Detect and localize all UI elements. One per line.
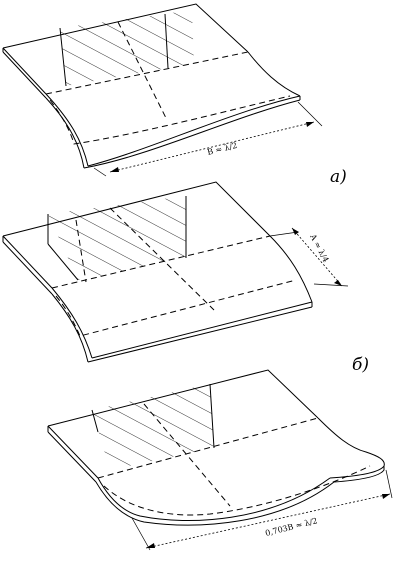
panel-a-ext-line-left (93, 167, 107, 177)
panel-c-dimension-label: 0,703B ≈ λ/2 (264, 516, 318, 538)
panel-a-hatch-right-bound (164, 13, 169, 69)
panel-a-front-edge (87, 95, 301, 167)
panel-c-left-edge (47, 425, 99, 479)
panel-a-arrow-right (306, 122, 314, 127)
panel-b-left-edge-bottom (2, 241, 53, 295)
panel-a-node-line-mid (45, 51, 249, 95)
panel-c: 0,703B ≈ λ/2 (47, 369, 393, 551)
panel-a-arrow-left (110, 167, 119, 172)
panel-b-arrow-bottom (334, 280, 342, 286)
panel-c-left-edge-bottom (47, 431, 97, 483)
panel-c-plate-outline (47, 369, 319, 427)
panel-b-hatch-left-bound-2 (47, 243, 79, 281)
panel-a-hatched-region (60, 14, 168, 86)
panel-b-plate-outline (2, 181, 271, 237)
panel-c-arrow-right (382, 494, 390, 499)
panel-b-left-edge (2, 235, 53, 289)
panel-a-left-edge-bottom (2, 51, 47, 99)
panel-c-hatch-right-bound (209, 383, 215, 449)
panel-c-right-corner-curl (317, 417, 385, 479)
panel-a-hatch-left-bound (59, 27, 67, 87)
panel-a-plate-outline (2, 3, 249, 53)
panel-c-ext-line-right (385, 469, 393, 499)
panel-b-node-line-center (109, 207, 215, 311)
panel-a-front-right-curve (247, 51, 301, 97)
panel-b-deformed-outline (55, 279, 297, 337)
panel-a-dimension-line (109, 121, 315, 173)
panel-c-front-edge-2 (95, 481, 335, 526)
panel-b-front-left-curve-2 (51, 293, 89, 363)
panel-a-dimension-label: B ≈ λ/2 (206, 141, 238, 157)
panel-b-dimension-line (291, 227, 343, 287)
panel-b-front-edge (91, 301, 313, 359)
panel-c-deformed-outline (103, 465, 371, 516)
panel-a-hatched-right (165, 10, 194, 68)
panel-c-arrow-left (146, 543, 155, 548)
panel-a-ext-line-right (297, 101, 323, 127)
panel-a-left-edge (2, 47, 47, 95)
panel-b-front-edge-2 (87, 306, 313, 363)
panel-a-deformed-outline (49, 95, 291, 145)
panel-a-node-line-center (117, 21, 167, 119)
panel-a-front-left-curve (45, 93, 89, 167)
panel-c-dimension-line (145, 493, 391, 549)
panel-c-front-edge (97, 477, 331, 522)
panel-b-ext-line-bottom (313, 283, 349, 287)
panel-c-node-line-mid (97, 417, 319, 479)
panel-b: A ≈ λ/4 б) (2, 181, 369, 375)
panel-c-ext-line-left (131, 517, 151, 551)
panel-a: B ≈ λ/2 а) (2, 3, 347, 187)
panel-b-front-right-curve (269, 235, 313, 303)
panel-a-front-edge-2 (83, 99, 301, 169)
panel-c-hatch-left-bound (91, 409, 99, 433)
panel-a-label: а) (330, 167, 347, 187)
panel-b-label: б) (352, 355, 369, 375)
panel-b-hatched-region (48, 196, 186, 280)
panel-c-right-corner-curl-2 (333, 466, 385, 483)
panel-b-ext-line-top (269, 231, 299, 237)
panel-c-node-line-center (143, 403, 231, 507)
panel-b-node-line-mid (51, 235, 271, 289)
panel-b-node-line-left (75, 219, 87, 283)
panel-b-front-left-curve (51, 287, 93, 359)
panel-a-front-left-curve-2 (45, 97, 85, 169)
panel-b-arrow-top (292, 228, 299, 235)
panel-c-hatched-region (92, 384, 214, 470)
